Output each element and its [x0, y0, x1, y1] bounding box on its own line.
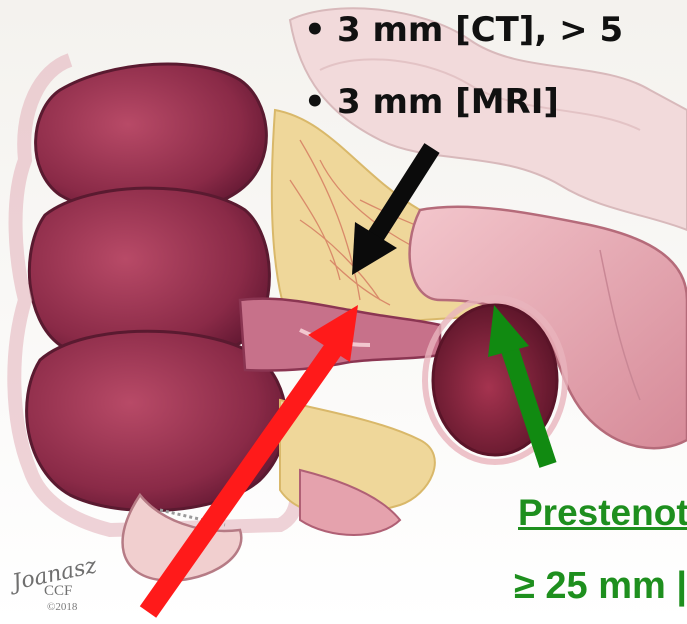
bullet-marker-2: •: [304, 82, 326, 122]
bullet-ct-measure: 3 mm [CT], > 5: [337, 10, 623, 50]
prestenotic-label: Prestenot: [518, 492, 687, 534]
ccf-mark: CCF: [44, 583, 72, 600]
copyright-year: ©2018: [47, 601, 77, 613]
bullet-marker-1: •: [304, 10, 326, 50]
bullet-mri-measure: 3 mm [MRI]: [337, 82, 559, 122]
threshold-label: ≥ 25 mm |: [514, 565, 687, 608]
